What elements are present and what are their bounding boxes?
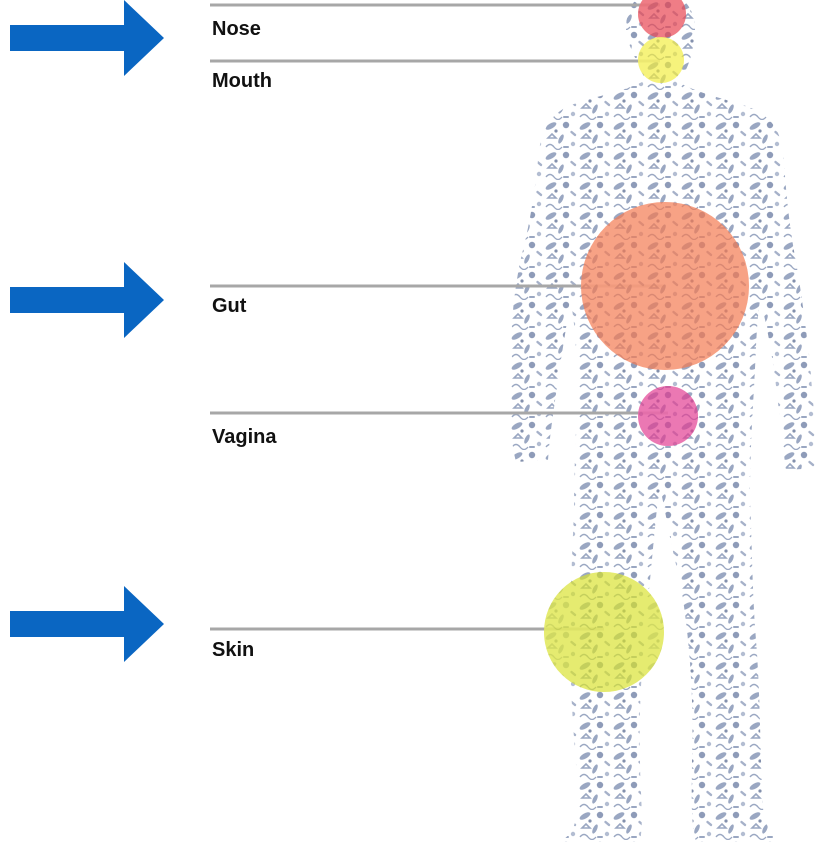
arrows-group: [10, 0, 164, 662]
mouth-region-microbe-texture: [638, 37, 684, 83]
arrow-2-icon: [10, 262, 164, 338]
arrow-3-icon: [10, 586, 164, 662]
label-gut: Gut: [212, 296, 246, 316]
vagina-region-microbe-texture: [638, 386, 698, 446]
label-mouth: Mouth: [212, 71, 272, 91]
skin-region-microbe-texture: [544, 572, 664, 692]
label-vagina: Vagina: [212, 427, 276, 447]
label-nose: Nose: [212, 19, 261, 39]
arrow-1-icon: [10, 0, 164, 76]
gut-region-microbe-texture: [581, 202, 749, 370]
label-skin: Skin: [212, 640, 254, 660]
